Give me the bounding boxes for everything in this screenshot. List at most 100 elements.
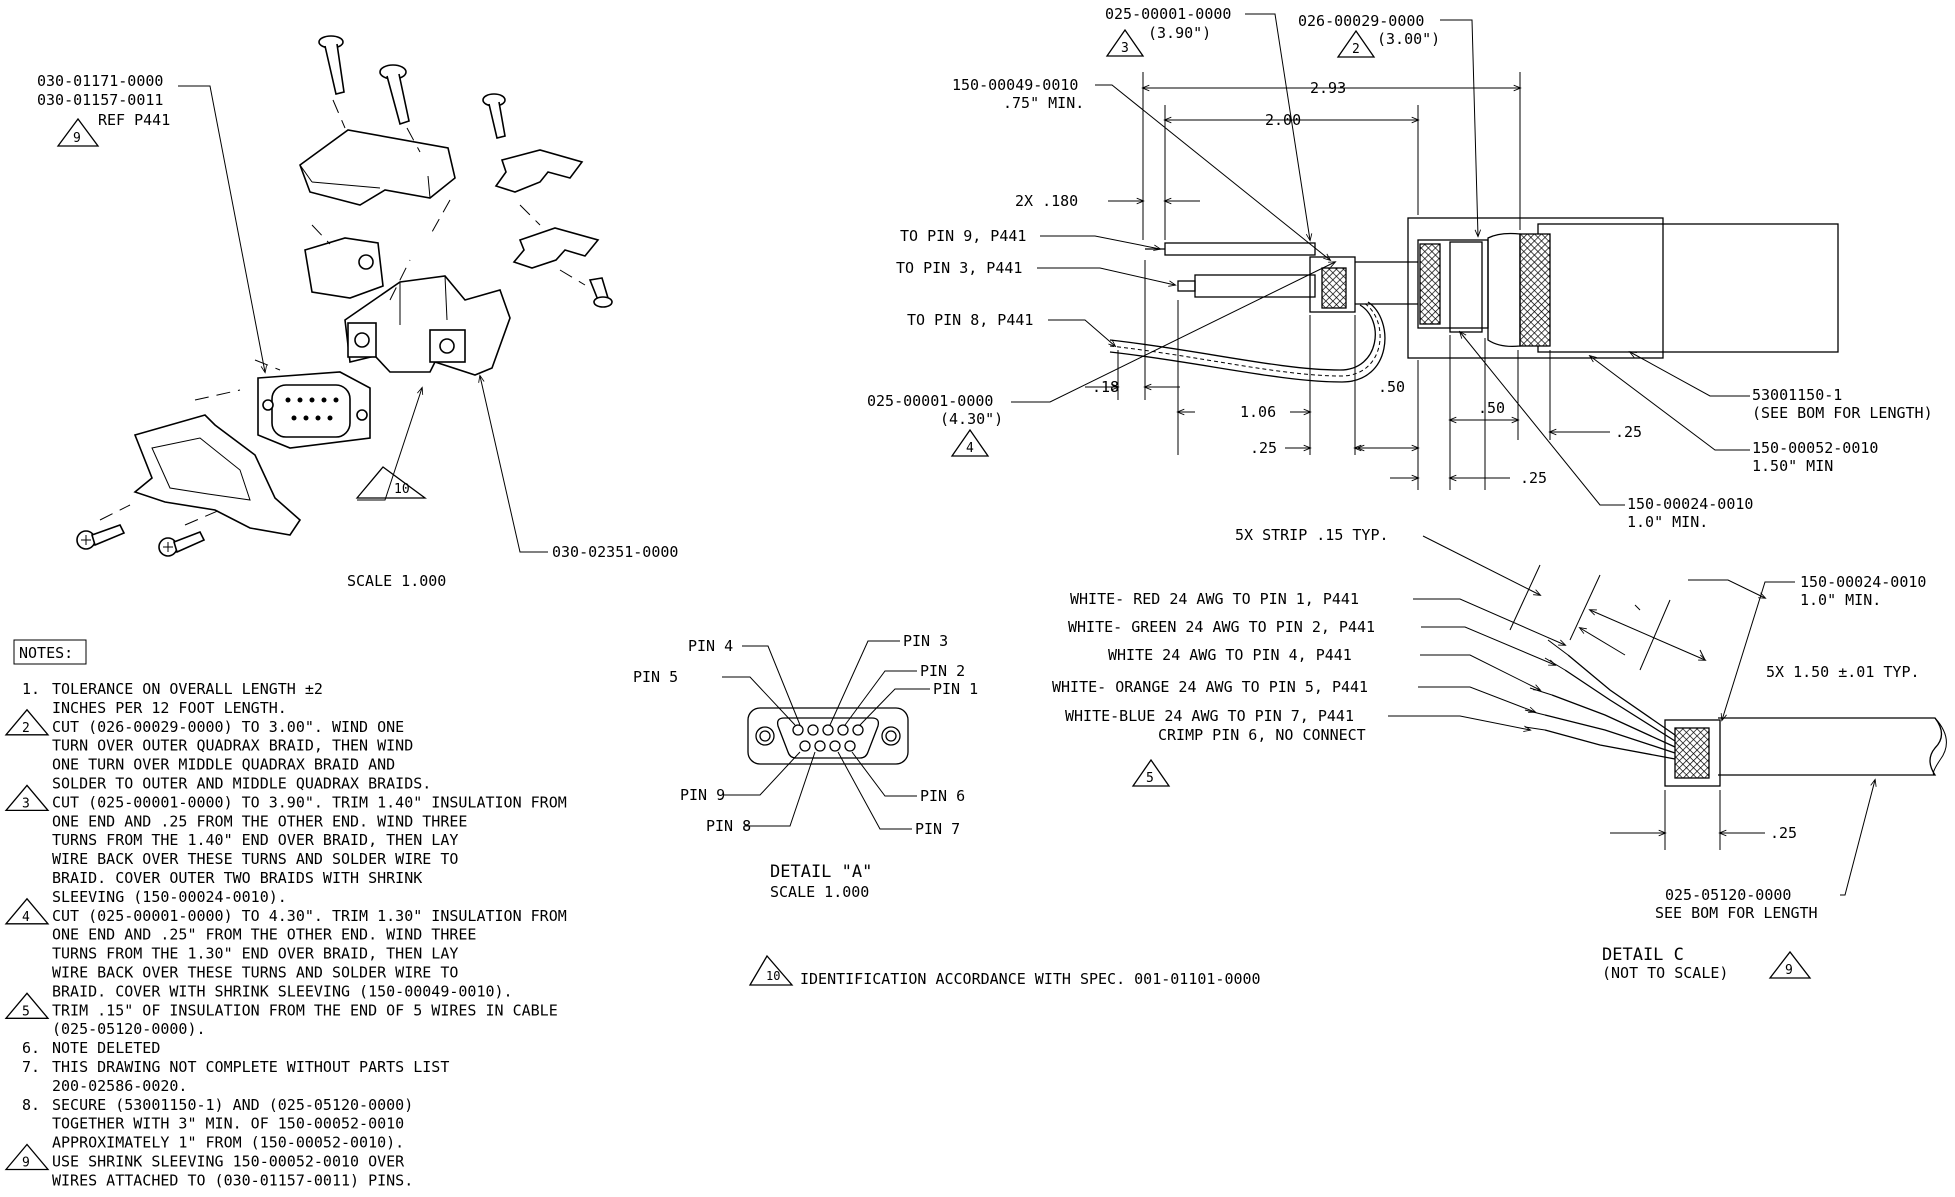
strain-relief-clip-bottom (512, 227, 600, 269)
pin-2-label: PIN 2 (920, 662, 965, 680)
label-025-00001-top: 025-00001-0000 (1105, 5, 1231, 23)
svg-text:10: 10 (766, 969, 780, 983)
note-flag-number: 2 (22, 721, 30, 736)
pin-5-label: PIN 5 (633, 668, 678, 686)
note-line: BRAID. COVER WITH SHRINK SLEEVING (150-0… (52, 982, 513, 1000)
svg-text:2: 2 (1352, 42, 1360, 57)
pin-3-label: PIN 3 (903, 632, 948, 650)
dim-50-left: .50 (1378, 378, 1405, 396)
dim-5x-1-50: 5X 1.50 ±.01 TYP. (1766, 663, 1920, 681)
backshell-part-number: 030-02351-0000 (552, 543, 678, 561)
label-026-00029: 026-00029-0000 (1298, 12, 1424, 30)
svg-text:9: 9 (73, 131, 81, 146)
dim-25-bottom: .25 (1520, 469, 1547, 487)
wire-1-label: WHITE- RED 24 AWG TO PIN 1, P441 (1070, 590, 1359, 608)
note-line: ONE END AND .25" FROM THE OTHER END. WIN… (52, 926, 476, 944)
label-150-00024-min: 1.0" MIN. (1627, 513, 1708, 531)
to-pin-9-label: TO PIN 9, P441 (900, 227, 1026, 245)
note-line: APPROXIMATELY 1" FROM (150-00052-0010). (52, 1134, 404, 1152)
detail-a-title: DETAIL "A" (770, 862, 872, 882)
note-10-flag-exploded: 10 (355, 466, 427, 499)
note-line: ONE TURN OVER MIDDLE QUADRAX BRAID AND (52, 756, 395, 774)
svg-text:4: 4 (966, 441, 974, 456)
mounting-bracket (304, 237, 384, 299)
note-line: 200-02586-0020. (52, 1077, 187, 1095)
connector-face-shell (747, 707, 909, 765)
svg-text:10: 10 (394, 482, 410, 497)
exploded-scale: SCALE 1.000 (347, 572, 446, 590)
note-flag-3 (4, 784, 50, 812)
note-line: CUT (025-00001-0000) TO 4.30". TRIM 1.30… (52, 907, 567, 925)
svg-text:5: 5 (1146, 771, 1154, 786)
screw-bottom-right (158, 530, 206, 557)
dim-18: .18 (1092, 378, 1119, 396)
note-flag-number: 3 (22, 796, 30, 811)
note-line: BRAID. COVER OUTER TWO BRAIDS WITH SHRIN… (52, 869, 422, 887)
dim-50-right: .50 (1478, 399, 1505, 417)
note-3-flag: 3 (1105, 28, 1145, 57)
label-150-00049: 150-00049-0010 (952, 76, 1078, 94)
cable-025-05120 (1718, 717, 1943, 776)
dim-25-right: .25 (1615, 423, 1642, 441)
dim-25-left: .25 (1250, 439, 1277, 457)
dim-2x-180: 2X .180 (1015, 192, 1078, 210)
note-line: USE SHRINK SLEEVING 150-00052-0010 OVER (52, 1153, 405, 1171)
label-026-00029-length: (3.00") (1377, 30, 1440, 48)
note-line: TOGETHER WITH 3" MIN. OF 150-00052-0010 (52, 1115, 404, 1133)
sleeve-min: 1.0" MIN. (1800, 591, 1881, 609)
note-flag-number: 9 (22, 1156, 30, 1171)
svg-text:3: 3 (1121, 41, 1129, 56)
note-number: 7. (22, 1058, 40, 1076)
dim-2-93: 2.93 (1310, 79, 1346, 97)
label-025-00001-bottom-length: (4.30") (940, 410, 1003, 428)
note-9-flag-detail-c: 9 (1768, 950, 1812, 979)
note-line: TURNS FROM THE 1.40" END OVER BRAID, THE… (52, 831, 458, 849)
notes-header: NOTES: (19, 644, 73, 662)
cable-assembly-view: 025-00001-0000 3 (3.90") 026-00029-0000 … (867, 5, 1933, 531)
note-line: WIRE BACK OVER THESE TURNS AND SOLDER WI… (52, 850, 458, 868)
note-line: SECURE (53001150-1) AND (025-05120-0000) (52, 1096, 413, 1114)
note-line: TOLERANCE ON OVERALL LENGTH ±2 (52, 680, 323, 698)
note-line: (025-05120-0000). (52, 1020, 206, 1038)
detail-a-scale: SCALE 1.000 (770, 883, 869, 901)
note-flag-4 (4, 897, 50, 925)
note-line: INCHES PER 12 FOOT LENGTH. (52, 699, 287, 717)
note-4-flag: 4 (950, 428, 990, 457)
note-line: CUT (025-00001-0000) TO 3.90". TRIM 1.40… (52, 793, 567, 811)
label-025-00001-top-length: (3.90") (1148, 24, 1211, 42)
wire-2-label: WHITE- GREEN 24 AWG TO PIN 2, P441 (1068, 618, 1375, 636)
label-150-00024: 150-00024-0010 (1627, 495, 1753, 513)
part-ref-line-1: 030-01171-0000 (37, 72, 163, 90)
pin-7-label: PIN 7 (915, 820, 960, 838)
note-line: ONE END AND .25 FROM THE OTHER END. WIND… (52, 812, 467, 830)
cable-label: 025-05120-0000 (1665, 886, 1791, 904)
screw-top-right (482, 93, 506, 139)
note-line: CUT (026-00029-0000) TO 3.00". WIND ONE (52, 718, 404, 736)
identification-note: 10 IDENTIFICATION ACCORDANCE WITH SPEC. … (748, 954, 1261, 988)
detail-a: PIN 4 PIN 3 PIN 5 PIN 2 PIN 1 PIN 9 PIN … (633, 632, 978, 901)
detail-c-title: DETAIL C (1602, 945, 1684, 965)
sleeve-150-00024 (1664, 719, 1721, 787)
note-2-flag: 2 (1336, 29, 1376, 58)
backshell-body (344, 275, 511, 376)
notes-block: NOTES: 1.TOLERANCE ON OVERALL LENGTH ±2I… (4, 639, 567, 1189)
pin-6-label: PIN 6 (920, 787, 965, 805)
cable-jacket-53001150 (1537, 223, 1839, 353)
note-number: 6. (22, 1039, 40, 1057)
screw-bottom-left (76, 524, 126, 550)
note-flag-5 (4, 992, 50, 1019)
label-150-00052: 150-00052-0010 (1752, 439, 1878, 457)
pin-4-label: PIN 4 (688, 637, 733, 655)
crimp-note: CRIMP PIN 6, NO CONNECT (1158, 726, 1366, 744)
note-5-flag-detail-c: 5 (1131, 758, 1171, 787)
note-flag-2 (4, 708, 50, 736)
cable-sub: SEE BOM FOR LENGTH (1655, 904, 1818, 922)
backshell-cover (299, 129, 456, 206)
label-025-00001-bottom: 025-00001-0000 (867, 392, 993, 410)
wire-3-label: WHITE 24 AWG TO PIN 4, P441 (1108, 646, 1352, 664)
note-line: THIS DRAWING NOT COMPLETE WITHOUT PARTS … (52, 1058, 449, 1076)
outer-sleeve-150-00052 (1407, 217, 1664, 359)
dim-2-00: 2.00 (1265, 111, 1301, 129)
note-line: NOTE DELETED (52, 1039, 160, 1057)
